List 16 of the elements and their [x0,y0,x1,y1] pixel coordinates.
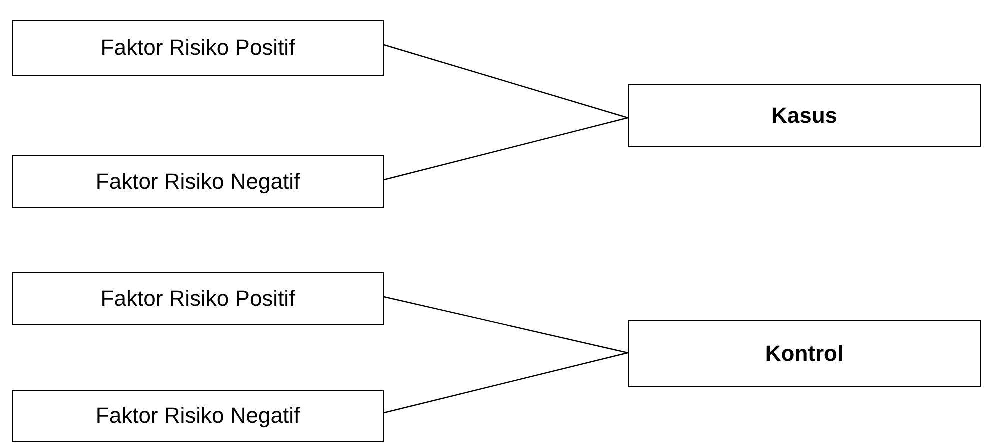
connector-line [384,44,628,119]
box-label: Faktor Risiko Negatif [96,403,300,429]
connector-line [384,117,628,181]
factor-box [12,20,384,76]
box-label: Kontrol [765,340,844,366]
box-label: Kasus [771,102,838,128]
factor-box [12,272,384,325]
factor-box [12,155,384,208]
group-box [628,320,981,387]
connector-line [384,296,628,354]
box-label: Faktor Risiko Positif [100,286,296,312]
box-label: Faktor Risiko Positif [100,35,296,61]
box-label: Faktor Risiko Negatif [96,168,300,194]
factor-box [12,390,384,442]
connector-line [384,352,628,414]
group-box [628,84,981,147]
